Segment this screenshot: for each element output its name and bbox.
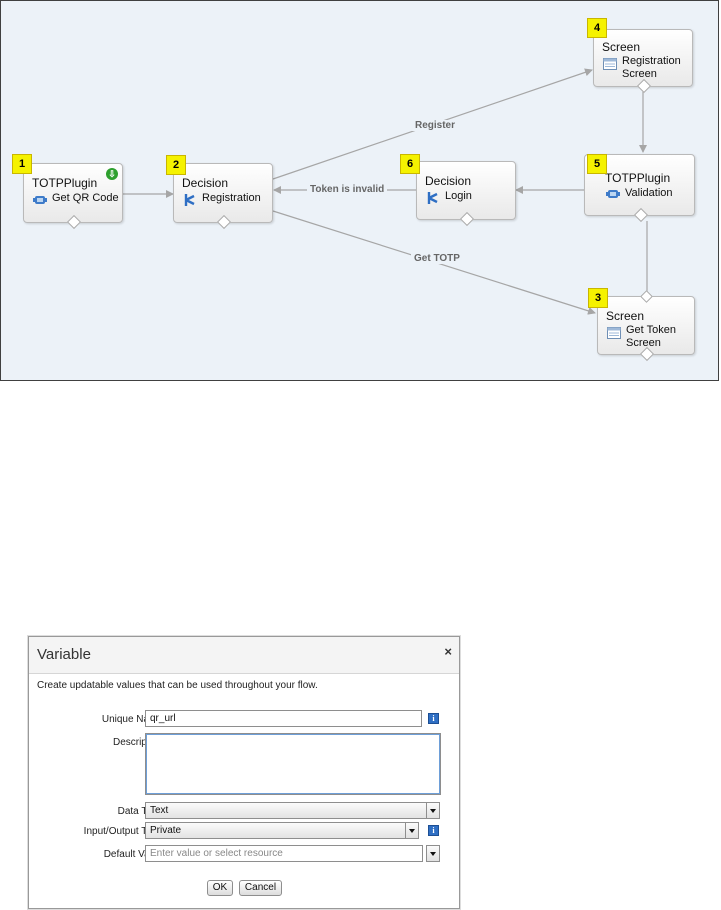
variable-dialog: Variable × Create updatable values that … xyxy=(28,636,460,909)
decision-icon xyxy=(184,194,195,206)
edge-label-get-totp: Get TOTP xyxy=(411,253,463,264)
node-label-line: Screen xyxy=(626,337,661,349)
node-label-line: Registration xyxy=(622,55,681,67)
step-badge: 1 xyxy=(12,154,32,174)
screen-icon xyxy=(607,327,621,339)
ok-button[interactable]: OK xyxy=(207,880,233,896)
info-icon[interactable]: i xyxy=(428,713,439,724)
start-icon: ⇩ xyxy=(106,168,118,180)
unique-name-input[interactable]: qr_url xyxy=(145,710,422,727)
flow-node-get-token-screen[interactable]: Screen Get Token Screen xyxy=(597,290,695,362)
description-textarea[interactable] xyxy=(145,733,441,795)
description-label: Description xyxy=(112,737,163,748)
dialog-header: Variable × xyxy=(29,637,459,674)
node-label: Get QR Code xyxy=(52,192,119,204)
step-badge: 2 xyxy=(166,155,186,175)
edge-label-register: Register xyxy=(412,120,459,131)
chevron-down-icon[interactable] xyxy=(405,822,419,839)
io-type-select[interactable]: Private xyxy=(145,822,406,839)
flow-node-login[interactable]: Decision Login xyxy=(416,161,516,227)
cancel-button[interactable]: Cancel xyxy=(239,880,282,896)
screen-icon xyxy=(603,58,617,70)
apex-plugin-icon xyxy=(606,190,620,198)
apex-plugin-icon xyxy=(33,196,47,204)
unique-name-label: Unique Name xyxy=(101,714,163,725)
node-type: Screen xyxy=(602,40,641,54)
node-label: Registration Screen xyxy=(622,55,681,81)
flow-canvas[interactable]: Register Token is invalid Get TOTP TOTPP… xyxy=(0,0,719,381)
chevron-down-icon[interactable] xyxy=(426,845,440,862)
node-type: Screen xyxy=(606,309,645,323)
node-type: Decision xyxy=(425,174,472,188)
flow-node-registration[interactable]: Decision Registration xyxy=(173,163,273,230)
edge-label-token-invalid: Token is invalid xyxy=(307,184,388,195)
node-label-line: Get Token xyxy=(626,324,676,336)
step-badge: 6 xyxy=(400,154,420,174)
node-label-line: Screen xyxy=(622,68,657,80)
node-label: Login xyxy=(445,190,472,202)
default-value-input[interactable]: Enter value or select resource xyxy=(145,845,423,862)
node-label: Registration xyxy=(202,192,261,204)
decision-icon xyxy=(427,192,438,204)
default-value-label: Default Value xyxy=(103,849,163,860)
data-type-label: Data Type xyxy=(117,806,163,817)
chevron-down-icon[interactable] xyxy=(426,802,440,819)
dialog-title: Variable xyxy=(37,646,91,663)
node-type: TOTPPlugin xyxy=(32,176,98,190)
flow-node-get-qr-code[interactable]: TOTPPlugin Get QR Code ⇩ xyxy=(23,163,123,230)
data-type-select[interactable]: Text xyxy=(145,802,427,819)
node-label: Validation xyxy=(625,187,673,199)
dialog-description: Create updatable values that can be used… xyxy=(37,680,318,691)
step-badge: 3 xyxy=(588,288,608,308)
info-icon[interactable]: i xyxy=(428,825,439,836)
step-badge: 4 xyxy=(587,18,607,38)
flow-node-registration-screen[interactable]: Screen Registration Screen xyxy=(593,29,693,94)
step-badge: 5 xyxy=(587,154,607,174)
node-type: TOTPPlugin xyxy=(605,171,671,185)
node-type: Decision xyxy=(182,176,229,190)
io-type-label: Input/Output Type xyxy=(83,826,163,837)
node-label: Get Token Screen xyxy=(626,324,676,350)
close-icon[interactable]: × xyxy=(444,644,452,659)
